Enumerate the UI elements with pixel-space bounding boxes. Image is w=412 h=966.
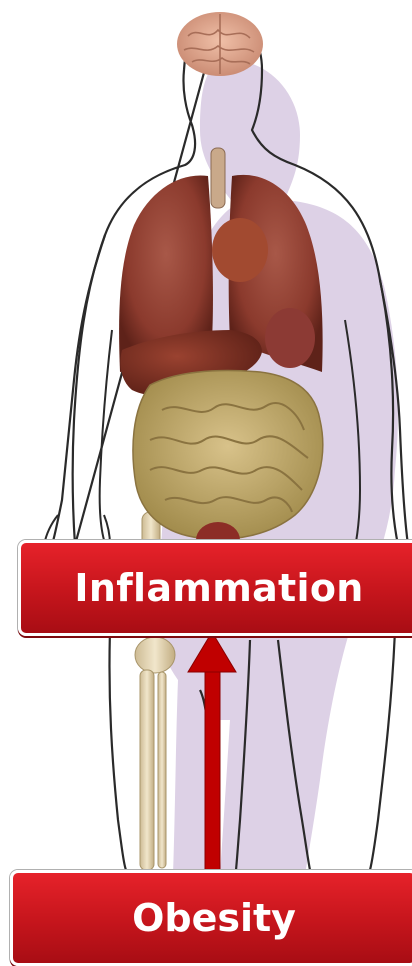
- inflammation-label: Inflammation: [18, 540, 412, 636]
- heart: [212, 218, 268, 282]
- obesity-label: Obesity: [10, 870, 412, 966]
- stomach: [265, 308, 315, 368]
- brain: [177, 12, 263, 76]
- left-arm-outline: [52, 235, 105, 545]
- intestines: [133, 371, 323, 540]
- trachea: [211, 148, 225, 208]
